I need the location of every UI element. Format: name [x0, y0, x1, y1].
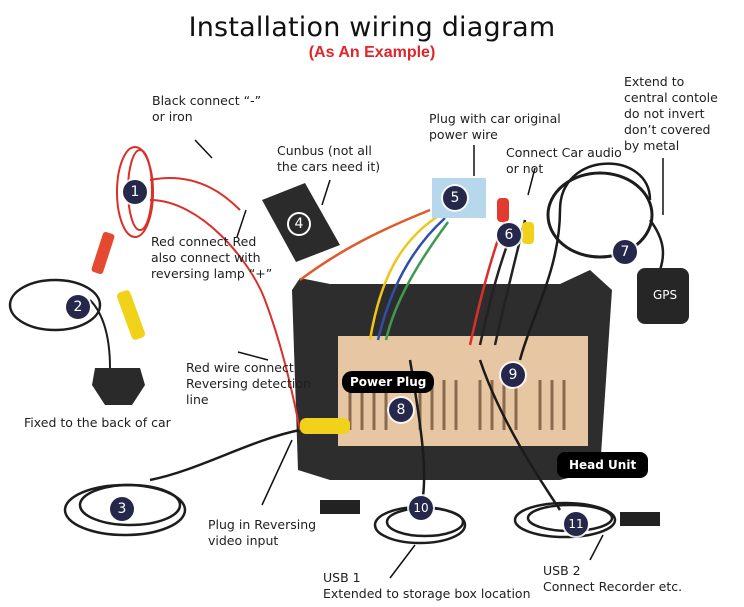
label-red-connect: Red connect Red also connect with revers… — [151, 234, 273, 281]
usb1-connector — [320, 500, 360, 514]
badge-11: 11 — [564, 512, 588, 536]
camera-yellow-plug — [116, 290, 146, 340]
page-title: Installation wiring diagram — [188, 12, 556, 43]
label-fixed-back: Fixed to the back of car — [24, 415, 171, 430]
badge-2: 2 — [66, 295, 90, 319]
badge-5: 5 — [443, 186, 467, 210]
red-rca-plug — [497, 198, 509, 222]
badge-9: 9 — [501, 363, 525, 387]
red-cable-coil — [116, 146, 301, 431]
label-reversing-video: Plug in Reversing video input — [208, 517, 317, 548]
badge-10: 10 — [409, 496, 433, 520]
label-black-connect: Black connect “-” or iron — [152, 93, 262, 124]
usb2-connector — [620, 512, 660, 526]
tag-power-plug: Power Plug — [342, 371, 435, 393]
badge-3: 3 — [110, 497, 134, 521]
yellow-rca-plug — [522, 222, 534, 244]
reversing-video-plug — [300, 418, 350, 434]
gps-label: GPS — [653, 288, 678, 302]
badge-8: 8 — [389, 398, 413, 422]
label-gps-note: Extend to central contole do not invert … — [624, 74, 718, 153]
tag-head-unit: Head Unit — [557, 452, 649, 478]
label-plug-power-wire: Plug with car original power wire — [429, 111, 561, 142]
badge-7: 7 — [613, 240, 637, 264]
pointer-arrows — [194, 139, 664, 579]
gps-cable-loop — [546, 171, 654, 259]
extension-cable-coil — [63, 483, 187, 537]
badge-6: 6 — [497, 223, 521, 247]
label-usb1: USB 1 Extended to storage box location — [323, 570, 531, 601]
badge-1: 1 — [123, 180, 147, 204]
badge-4: 4 — [287, 212, 311, 236]
page-subtitle: (As An Example) — [308, 44, 436, 61]
label-cunbus: Cunbus (not all the cars need it) — [277, 143, 381, 174]
rear-camera — [92, 368, 145, 405]
gps-antenna — [637, 268, 689, 324]
label-car-audio: Connect Car audio or not — [506, 145, 622, 176]
label-red-wire: Red wire connect Reversing detection lin… — [186, 360, 311, 407]
label-usb2: USB 2 Connect Recorder etc. — [543, 563, 683, 594]
camera-cable-coil — [8, 278, 102, 332]
